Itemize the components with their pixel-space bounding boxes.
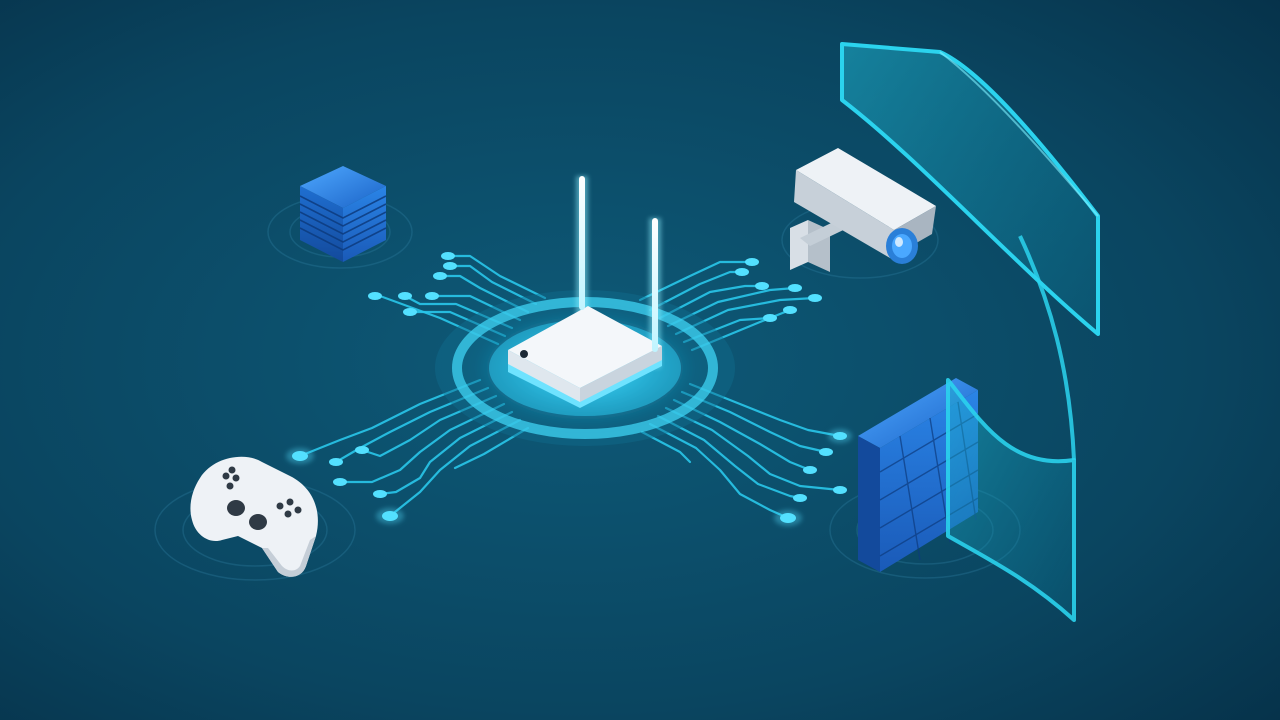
- firewall-shield-icon: [840, 42, 1100, 622]
- server-rack-icon: [299, 166, 387, 262]
- wifi-router-icon: [508, 176, 662, 408]
- game-controller-icon: [190, 456, 318, 577]
- circuit-pads: [286, 252, 852, 526]
- security-camera-icon: [790, 148, 936, 272]
